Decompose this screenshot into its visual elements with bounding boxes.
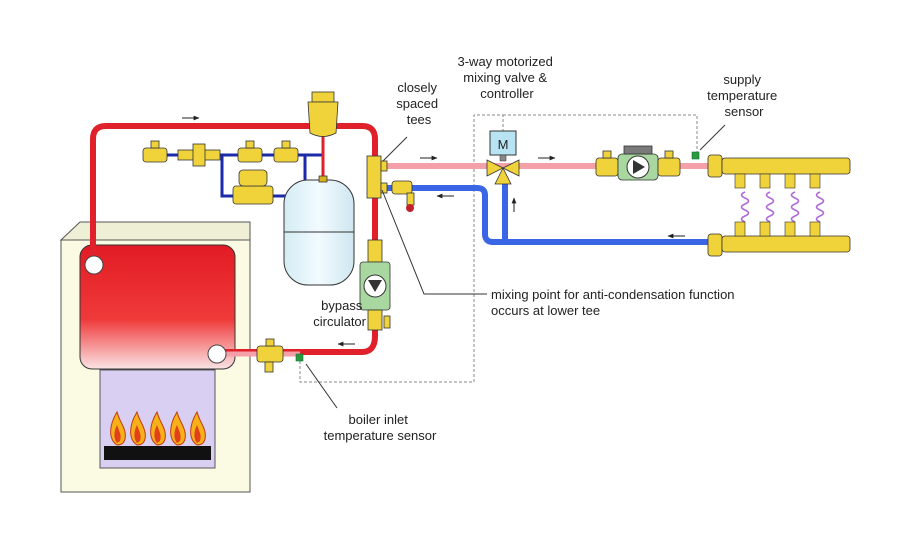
label-closely-spaced-tees: closely spaced tees — [396, 80, 442, 127]
leader-lines — [305, 124, 726, 409]
label-boiler-inlet-sensor: boiler inlet temperature sensor — [324, 412, 437, 443]
closely-spaced-tees — [366, 155, 415, 212]
flame-icon — [110, 410, 206, 446]
label-bypass-circulator: bypass circulator — [313, 298, 366, 329]
label-mixing-valve: 3-way motorized mixing valve & controlle… — [458, 54, 557, 101]
boiler-supply-pipe — [90, 123, 378, 355]
manifold-icon — [707, 154, 851, 257]
return-valve — [256, 338, 284, 373]
circulator-pump-icon — [359, 239, 391, 331]
distribution-circulator — [595, 145, 681, 181]
boiler-inlet-sensor — [295, 353, 304, 362]
actuator-letter: M — [498, 137, 509, 152]
control-wiring — [299, 114, 698, 383]
flow-arrows — [182, 115, 685, 347]
annotations: 3-way motorized mixing valve & controlle… — [313, 54, 781, 443]
air-separator — [307, 91, 339, 137]
boiler-heat-exchanger — [79, 244, 236, 370]
burner — [104, 446, 211, 460]
label-mixing-point: mixing point for anti-condensation funct… — [491, 287, 738, 318]
manifold-return-pipe — [383, 185, 715, 245]
mixing-valve-icon: M — [486, 130, 520, 185]
supply-temperature-sensor — [691, 151, 700, 160]
label-supply-sensor: supply temperature sensor — [707, 72, 781, 119]
expansion-tank-icon — [283, 175, 355, 286]
boiler — [59, 221, 251, 493]
actuator — [489, 130, 517, 156]
valve-icon — [142, 140, 299, 205]
